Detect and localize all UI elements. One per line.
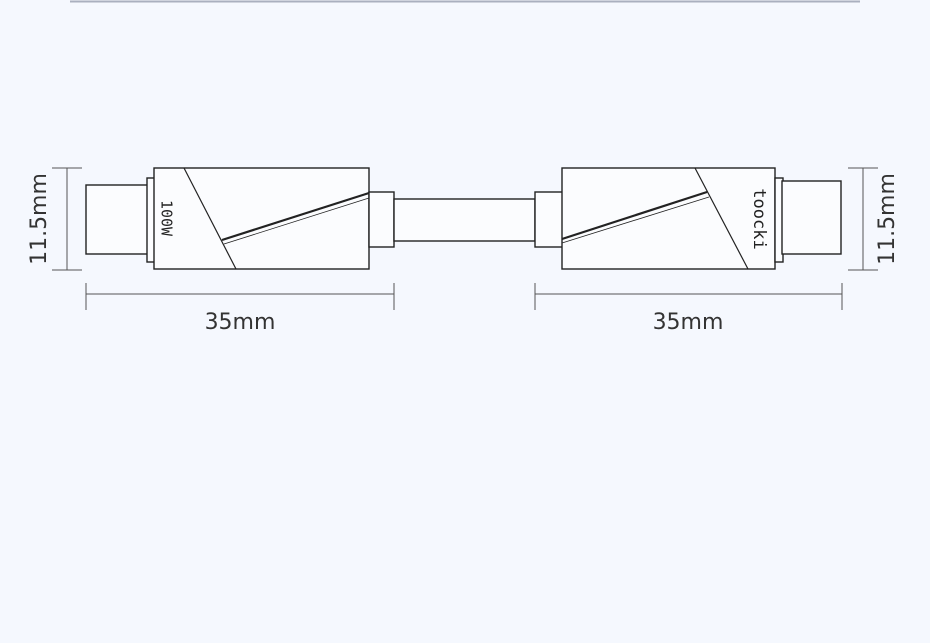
left-housing <box>153 167 370 270</box>
right-housing-stripe-inner <box>561 196 710 244</box>
left-height-label: 11.5mm <box>27 173 52 265</box>
right-housing-slash <box>694 167 749 270</box>
left-housing-slash <box>183 167 237 270</box>
left-plug-tip <box>85 184 149 255</box>
left-housing-stripe <box>221 191 370 242</box>
left-housing-stripe-inner <box>223 197 370 245</box>
left-strain-relief <box>368 191 395 248</box>
right-brand-label: toocki <box>749 188 769 249</box>
right-height-label: 11.5mm <box>875 173 900 265</box>
left-connector: 100W <box>85 167 395 270</box>
right-height-dimension: 11.5mm <box>848 167 900 271</box>
right-strain-relief <box>534 191 564 248</box>
right-length-label: 35mm <box>653 310 724 335</box>
right-housing-stripe <box>561 190 708 241</box>
right-housing <box>561 167 776 270</box>
left-rating-label: 100W <box>158 200 176 237</box>
left-length-label: 35mm <box>205 310 276 335</box>
left-length-dimension: 35mm <box>85 283 395 335</box>
right-length-dimension: 35mm <box>534 283 843 335</box>
right-plug-tip <box>781 180 842 255</box>
right-connector: toocki <box>534 167 842 270</box>
cable-body <box>393 198 536 242</box>
left-height-dimension: 11.5mm <box>27 167 82 271</box>
